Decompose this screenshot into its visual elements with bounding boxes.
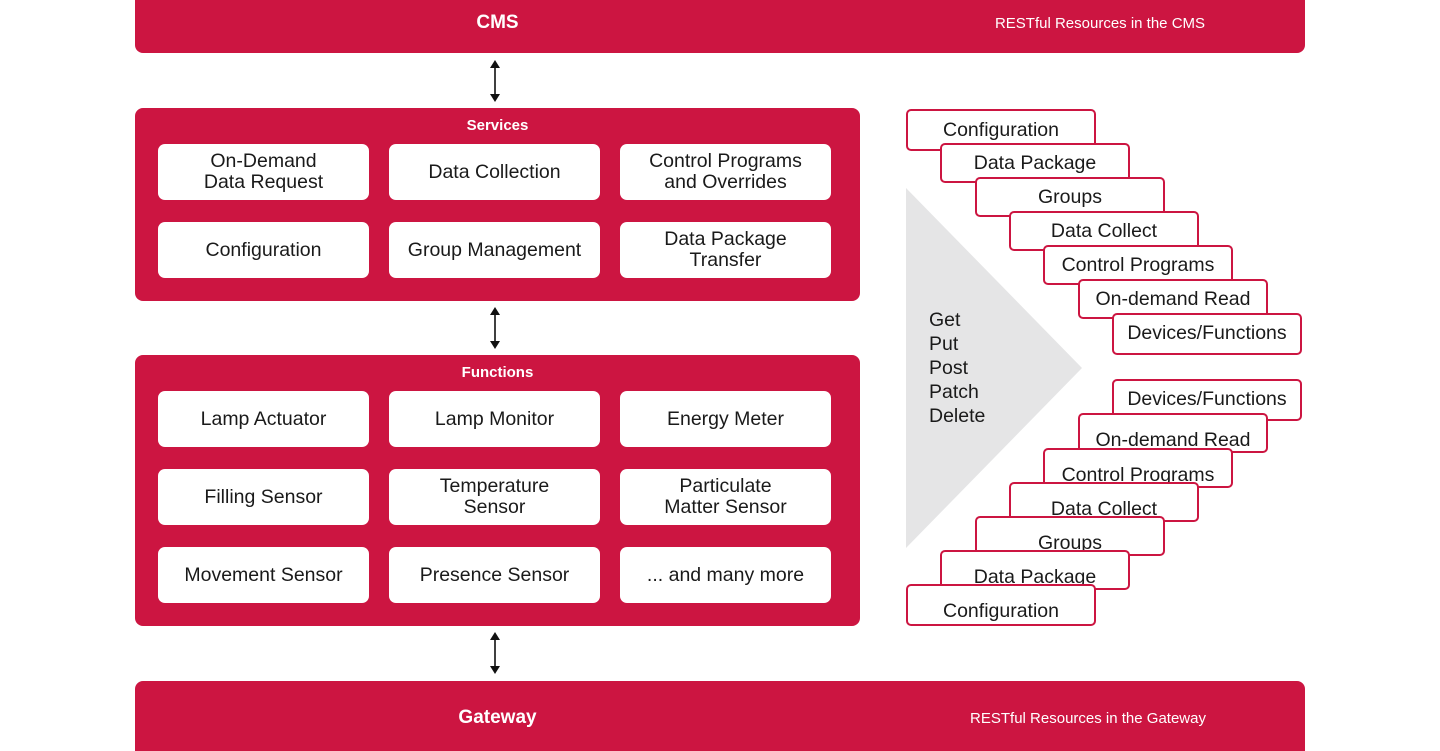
function-energy-meter: Energy Meter — [620, 391, 831, 447]
cms-bar: CMS RESTful Resources in the CMS — [135, 0, 1305, 53]
service-configuration: Configuration — [158, 222, 369, 278]
resource-tag-top: Data Collect — [1009, 211, 1199, 251]
resource-tag-bottom: Data Package — [940, 550, 1130, 590]
method-delete: Delete — [929, 405, 986, 427]
http-methods: Get Put Post Patch Delete — [929, 308, 985, 428]
bidirectional-arrow-icon — [490, 632, 500, 674]
gateway-subtitle: RESTful Resources in the Gateway — [970, 710, 1206, 727]
functions-title: Functions — [461, 364, 534, 381]
resource-tag-top: On-demand Read — [1078, 279, 1268, 319]
function-and-many-more: ... and many more — [620, 547, 831, 603]
resource-tag-bottom: Data Collect — [1009, 482, 1199, 522]
bidirectional-arrow-icon — [490, 307, 500, 349]
method-patch: Patch — [929, 381, 979, 403]
cms-title: CMS — [476, 12, 519, 33]
resource-tag-top: Devices/Functions — [1112, 313, 1302, 355]
resource-tag-top: Control Programs — [1043, 245, 1233, 285]
function-particulate-matter-sensor: Particulate Matter Sensor — [620, 469, 831, 525]
function-lamp-actuator: Lamp Actuator — [158, 391, 369, 447]
cms-subtitle: RESTful Resources in the CMS — [994, 15, 1206, 32]
service-group-management: Group Management — [389, 222, 600, 278]
service-control-programs: Control Programs and Overrides — [620, 144, 831, 200]
method-get: Get — [929, 309, 961, 331]
service-data-package-transfer: Data Package Transfer — [620, 222, 831, 278]
function-temperature-sensor: Temperature Sensor — [389, 469, 600, 525]
functions-panel: Functions Lamp Actuator Lamp Monitor Ene… — [135, 355, 860, 626]
services-panel: Services On-Demand Data Request Data Col… — [135, 108, 860, 301]
gateway-bar: Gateway RESTful Resources in the Gateway — [135, 681, 1305, 751]
services-title: Services — [466, 117, 529, 134]
function-movement-sensor: Movement Sensor — [158, 547, 369, 603]
resource-tag-bottom: Configuration — [906, 584, 1096, 626]
gateway-title: Gateway — [458, 707, 537, 728]
function-filling-sensor: Filling Sensor — [158, 469, 369, 525]
method-put: Put — [929, 333, 959, 355]
method-post: Post — [929, 357, 969, 379]
service-on-demand-data-request: On-Demand Data Request — [158, 144, 369, 200]
function-presence-sensor: Presence Sensor — [389, 547, 600, 603]
bidirectional-arrow-icon — [490, 60, 500, 102]
resource-tag-bottom: On-demand Read — [1078, 413, 1268, 453]
resource-tag-top: Data Package — [940, 143, 1130, 183]
service-data-collection: Data Collection — [389, 144, 600, 200]
function-lamp-monitor: Lamp Monitor — [389, 391, 600, 447]
